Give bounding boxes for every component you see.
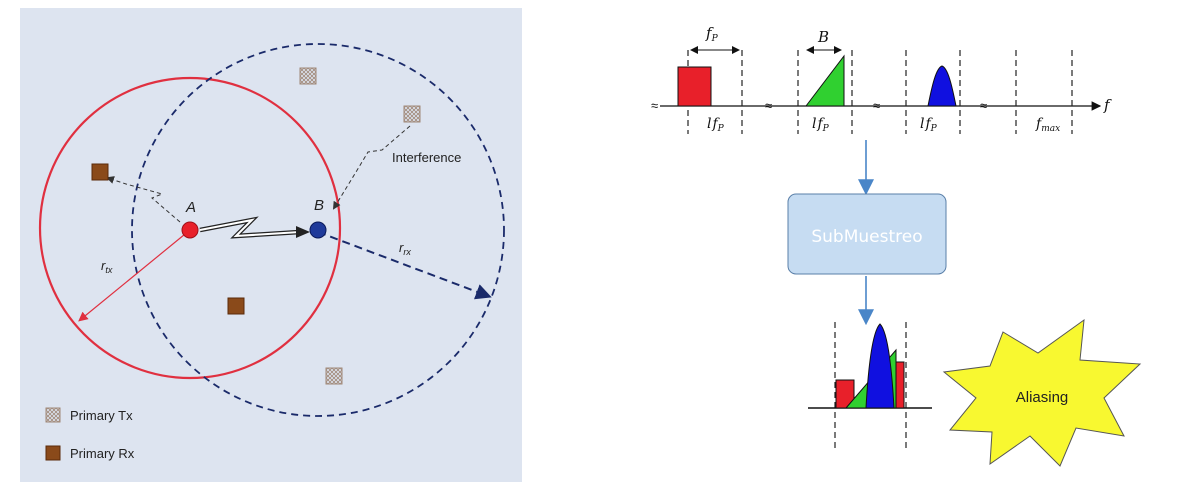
primary-rx-icon [227, 297, 245, 315]
axis-break-mark: ≈ [765, 98, 772, 113]
primary-rx-icon [91, 163, 109, 181]
tx-range-circle [38, 76, 342, 380]
legend-tx-label: Primary Tx [70, 408, 133, 423]
blue-spectrum-lobe [927, 65, 957, 107]
aliased-red-block [835, 379, 855, 409]
tick-label-lfp: lfP [707, 116, 725, 134]
network-diagram-panel [20, 8, 522, 482]
fp-label: fP [705, 24, 719, 44]
network-diagram: A B rtx rrx Interference Primary Tx Prim… [38, 43, 505, 461]
frequency-axis-label: f [1103, 96, 1112, 114]
submuestreo-block [787, 193, 947, 275]
legend: Primary Tx Primary Rx [45, 407, 135, 461]
node-a-label: A [185, 199, 196, 216]
axis-break-mark: ≈ [873, 98, 880, 113]
axis-break-mark: ≈ [980, 98, 987, 113]
primary-tx-icon [299, 67, 317, 85]
b-label: B [817, 28, 829, 46]
node-b-label: B [314, 197, 324, 214]
r-rx-label: rrx [399, 240, 411, 257]
green-spectrum-triangle [804, 54, 845, 107]
submuestreo-label: SubMuestreo [811, 227, 922, 247]
aliased-spectrum [808, 322, 932, 448]
red-spectrum-block [677, 66, 712, 107]
rx-range-arrow [317, 231, 492, 300]
node-b [309, 221, 327, 239]
interference-label: Interference [392, 150, 461, 165]
tx-range-arrow [78, 229, 191, 322]
band-boundaries [687, 50, 1073, 134]
axis-break-mark: ≈ [651, 98, 658, 113]
r-tx-label: rtx [101, 258, 113, 275]
legend-tx-icon [45, 407, 61, 423]
aliasing-label: Aliasing [1016, 389, 1069, 406]
tick-label-lfp: lfP [812, 116, 830, 134]
aliased-blue-lobe [865, 323, 895, 409]
spectrum-diagram: f ≈ ≈ ≈ ≈ fP B lfP lfP lfP [651, 24, 1142, 467]
aliasing-burst [942, 318, 1142, 467]
node-a [181, 221, 199, 239]
interference-a-to-rx [106, 176, 181, 223]
primary-tx-icon [325, 367, 343, 385]
legend-rx-label: Primary Rx [70, 446, 135, 461]
interference-tx-to-b [332, 125, 411, 210]
primary-tx-icon [403, 105, 421, 123]
tick-label-lfp: lfP [920, 116, 938, 134]
rx-range-circle [131, 43, 505, 417]
legend-rx-icon [45, 445, 61, 461]
fmax-label: fmax [1035, 116, 1060, 134]
